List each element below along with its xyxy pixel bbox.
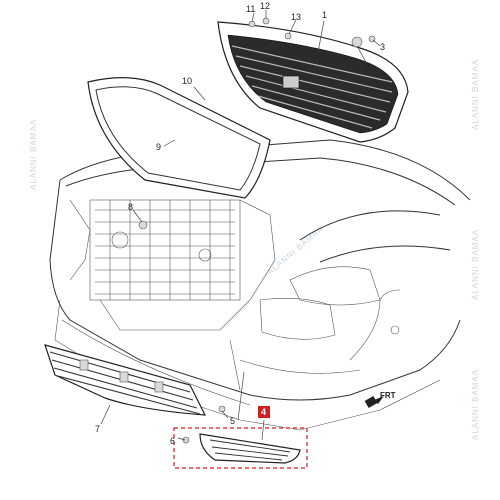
upper-fasteners (138, 17, 376, 230)
watermark-right-low: ALANNI BAMAA (471, 369, 480, 440)
lower-grille (44, 344, 207, 416)
direction-label: FRT (380, 391, 396, 400)
emblem-bracket-2 (351, 36, 363, 48)
callout-4: 4 (261, 407, 266, 417)
highlight-box (173, 427, 308, 469)
callout-11: 11 (246, 4, 255, 14)
callout-1: 1 (322, 10, 327, 20)
callout-2: 2 (365, 62, 370, 72)
fastener-13 (284, 32, 292, 40)
callout-3: 3 (380, 42, 385, 52)
watermark-left: ALANNI BAMAA (29, 119, 38, 190)
watermark-right-top: ALANNI BAMAA (471, 59, 480, 130)
fastener-6 (182, 436, 190, 444)
callout-12: 12 (260, 1, 270, 11)
callout-6: 6 (170, 436, 175, 446)
grille-surround-molding (87, 77, 271, 199)
callout-8: 8 (128, 202, 133, 212)
callout-4-box (258, 406, 270, 418)
watermark-center: ALANNI BAMAA (266, 224, 326, 277)
callout-10: 10 (182, 76, 192, 86)
leader-lines (100, 10, 381, 441)
front-direction-arrow (364, 396, 384, 408)
clip-8 (138, 220, 148, 230)
upper-grille (217, 21, 409, 143)
fog-lamp-bezel (173, 405, 308, 469)
callouts: 1 2 3 11 12 13 10 9 8 7 5 6 4 FRT (95, 1, 396, 446)
callout-13: 13 (291, 12, 301, 22)
callout-9: 9 (156, 142, 161, 152)
engine-bay-detail (69, 199, 276, 331)
callout-7: 7 (95, 424, 100, 434)
fastener-5 (218, 405, 226, 413)
watermark-right-mid: ALANNI BAMAA (471, 229, 480, 300)
callout-5: 5 (230, 416, 235, 426)
